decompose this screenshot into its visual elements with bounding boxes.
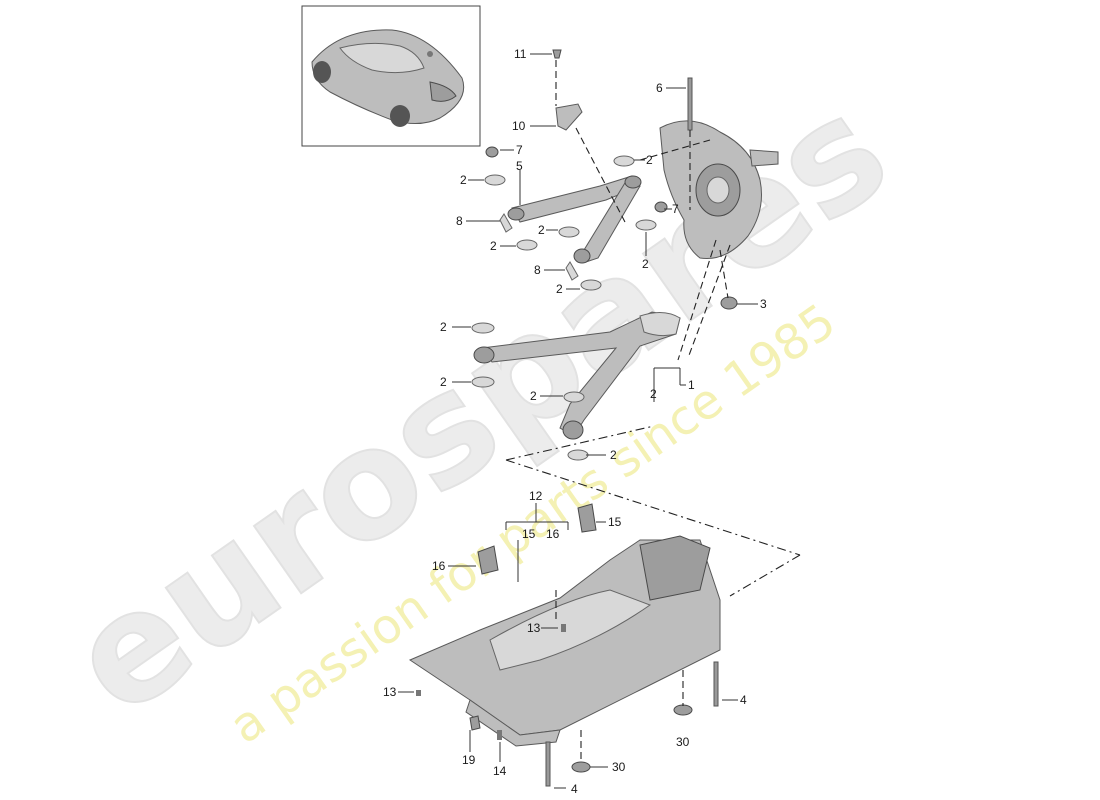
callout-2-lower-top: 2 (440, 320, 447, 334)
callout-30-bottom: 30 (612, 760, 626, 774)
callout-19: 19 (462, 753, 476, 767)
callout-10: 10 (512, 119, 526, 133)
callout-16-left: 16 (546, 527, 560, 541)
callout-5: 5 (516, 159, 523, 173)
callout-13-left: 13 (383, 685, 397, 699)
callout-2-lower-bottom: 2 (610, 448, 617, 462)
lower-control-arm (473, 311, 681, 440)
callout-3: 3 (760, 297, 767, 311)
callout-16-side: 16 (432, 559, 446, 573)
car-thumbnail (301, 5, 481, 147)
callout-30-right: 30 (676, 735, 690, 749)
callout-15-left: 15 (522, 527, 536, 541)
callout-1: 1 (688, 378, 695, 392)
callout-13-center: 13 (527, 621, 541, 635)
callout-4-right: 4 (740, 693, 747, 707)
callout-2-lower-bracket: 2 (650, 387, 657, 401)
wheel-carrier (659, 120, 779, 260)
small-hardware (499, 49, 693, 281)
callout-2-lower-center: 2 (530, 389, 537, 403)
callout-4-bottom: 4 (571, 782, 578, 796)
washers (471, 146, 738, 461)
dash-lines (505, 60, 801, 762)
callout-2-lower-left: 2 (440, 375, 447, 389)
callout-7-top: 7 (516, 143, 523, 157)
leader-lines (398, 53, 758, 789)
callout-2-upper-right: 2 (646, 153, 653, 167)
subframe (408, 503, 721, 787)
callout-2-upper-left: 2 (460, 173, 467, 187)
callout-7-hub: 7 (672, 202, 679, 216)
car-illustration (311, 29, 465, 127)
callout-6: 6 (656, 81, 663, 95)
callouts: 11 6 10 7 2 2 5 7 8 2 2 2 8 2 3 2 2 2 2 … (383, 47, 767, 796)
callout-2-mid-right: 2 (642, 257, 649, 271)
callout-11: 11 (514, 47, 527, 61)
callout-15-right: 15 (608, 515, 622, 529)
upper-control-arm (507, 175, 642, 264)
callout-8-upper: 8 (456, 214, 463, 228)
callout-12: 12 (529, 489, 543, 503)
callout-8-lower: 8 (534, 263, 541, 277)
callout-2-mid-left: 2 (490, 239, 497, 253)
callout-2-mid-center: 2 (538, 223, 545, 237)
callout-2-mid-bottom: 2 (556, 282, 563, 296)
callout-14: 14 (493, 764, 507, 778)
